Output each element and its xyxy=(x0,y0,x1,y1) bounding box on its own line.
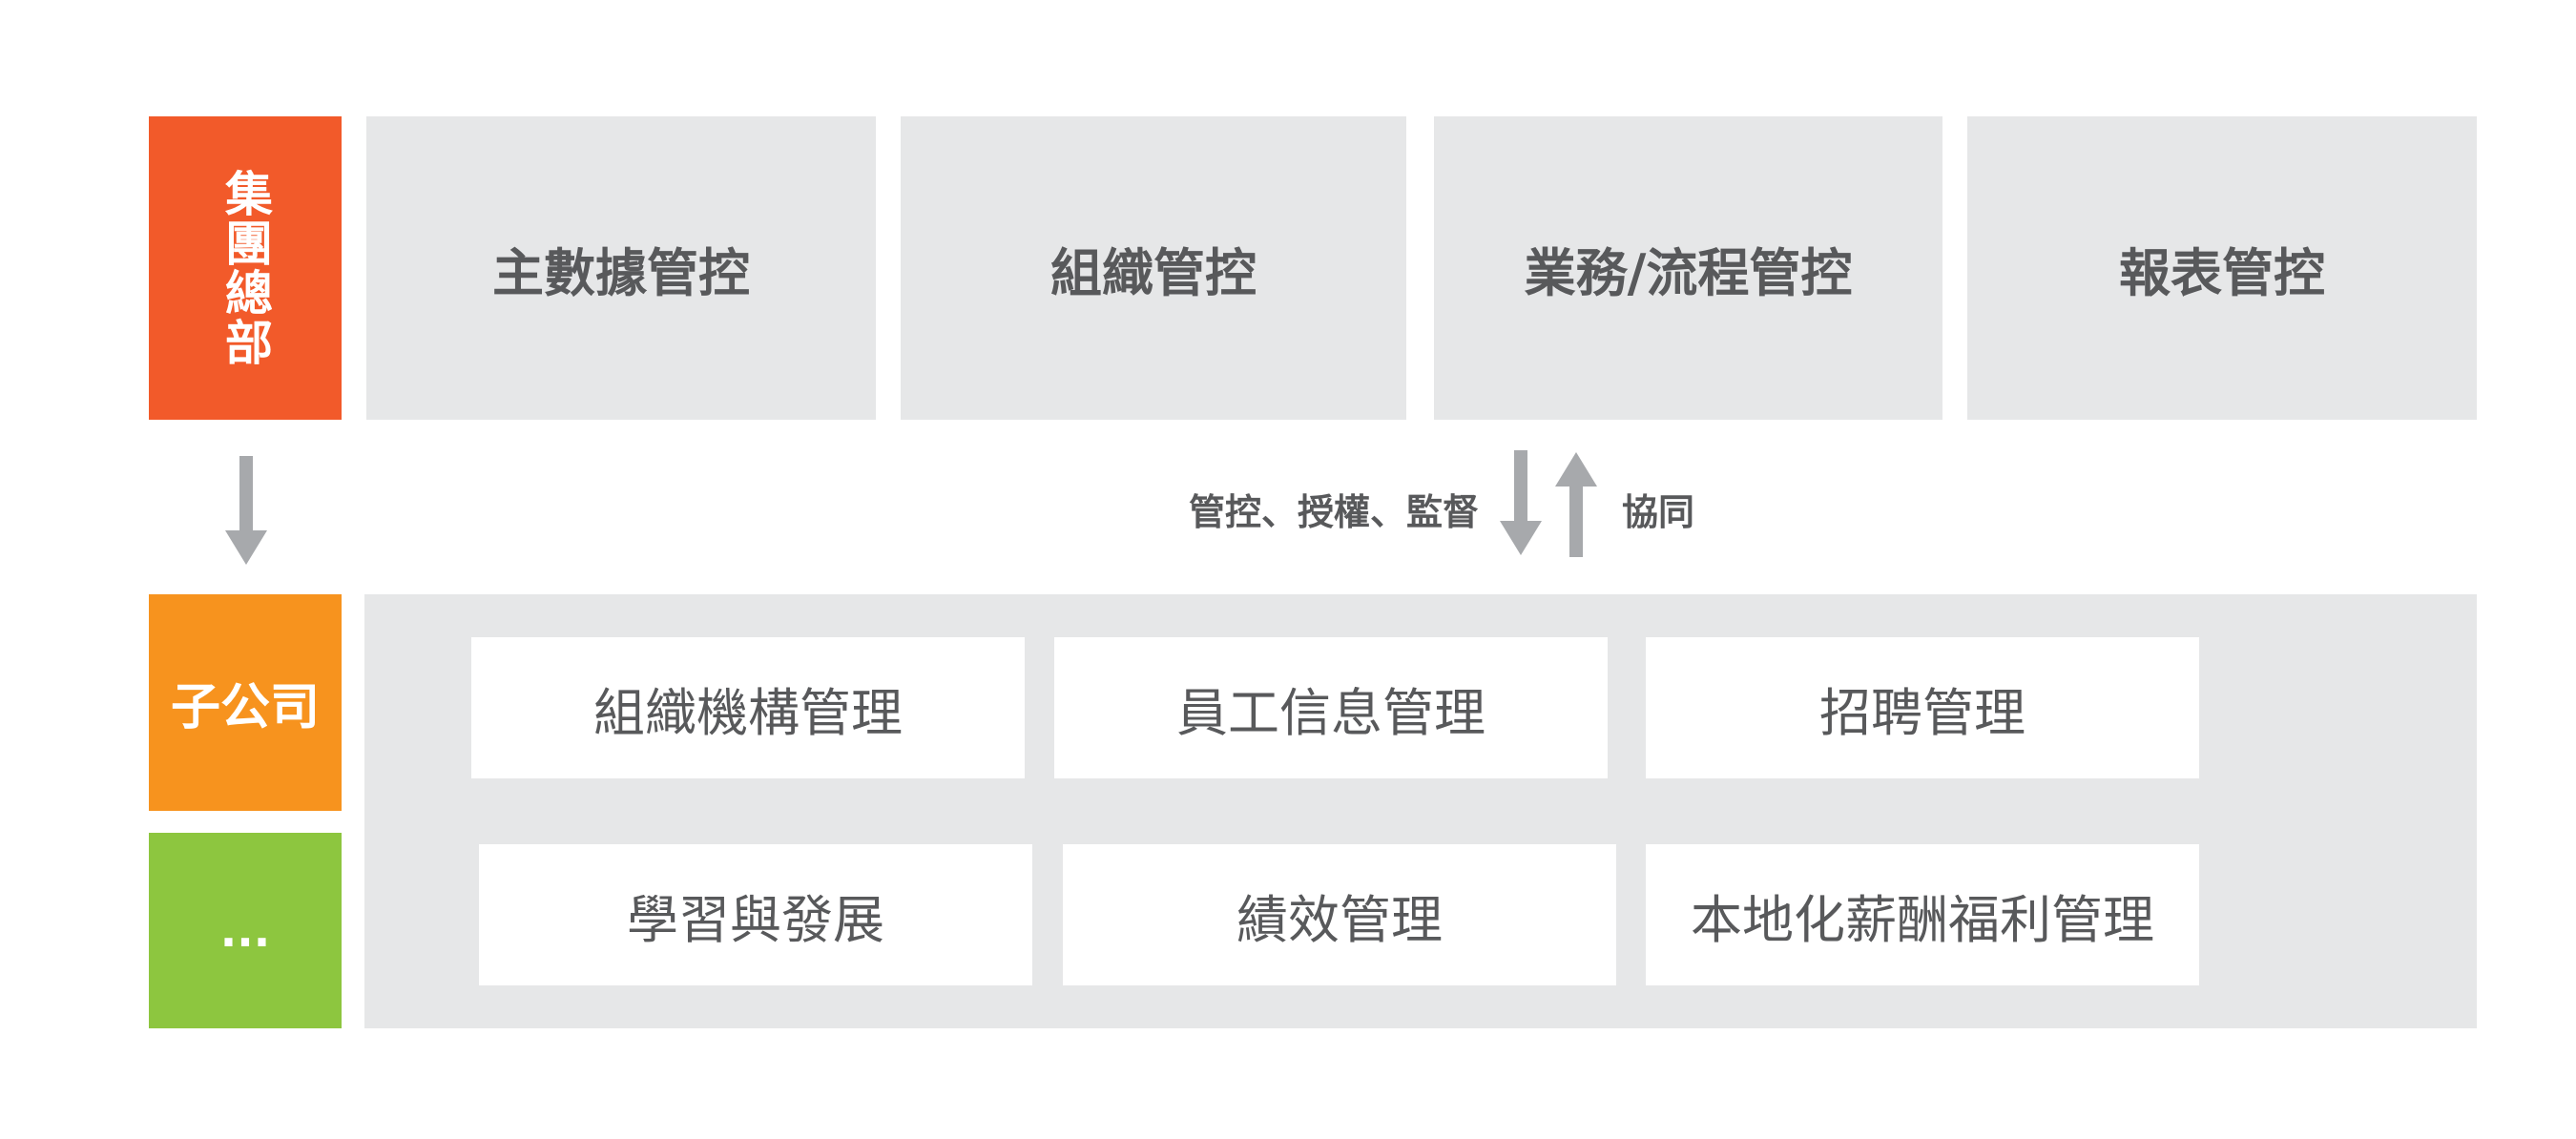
subsidiary-label: 子公司 xyxy=(170,679,320,736)
module-card-org-structure: 組織機構管理 xyxy=(471,637,1025,778)
hq-to-subsidiary-arrow-icon xyxy=(225,456,267,565)
subsidiary-label-block: 子公司 xyxy=(149,594,342,811)
module-card-learning: 學習與發展 xyxy=(479,844,1032,985)
collaboration-label: 協同 xyxy=(1622,482,1736,535)
hq-label: 集團總部 xyxy=(218,169,273,367)
module-label: 組織機構管理 xyxy=(593,682,903,743)
control-relation-label: 管控、授權、監督 xyxy=(1126,482,1479,535)
control-relation-text: 管控、授權、監督 xyxy=(1188,490,1479,533)
control-box-master-data: 主數據管控 xyxy=(366,116,876,420)
control-box-label: 組織管控 xyxy=(1050,242,1257,303)
module-label: 學習與發展 xyxy=(627,889,884,950)
control-box-organization: 組織管控 xyxy=(901,116,1406,420)
collaboration-text: 協同 xyxy=(1622,490,1695,533)
module-card-performance: 績效管理 xyxy=(1063,844,1616,985)
control-box-business-process: 業務/流程管控 xyxy=(1434,116,1942,420)
down-arrow-icon xyxy=(1500,450,1542,555)
more-label: ... xyxy=(219,904,271,957)
module-card-employee-info: 員工信息管理 xyxy=(1054,637,1608,778)
module-label: 員工信息管理 xyxy=(1176,682,1485,743)
module-card-recruitment: 招聘管理 xyxy=(1646,637,2199,778)
control-box-label: 主數據管控 xyxy=(492,242,750,303)
module-label: 績效管理 xyxy=(1236,889,1443,950)
control-box-label: 業務/流程管控 xyxy=(1524,242,1853,303)
hq-label-block: 集團總部 xyxy=(149,116,342,420)
control-box-report: 報表管控 xyxy=(1967,116,2477,420)
control-box-label: 報表管控 xyxy=(2119,242,2325,303)
module-label: 招聘管理 xyxy=(1819,682,2025,743)
up-arrow-icon xyxy=(1555,452,1597,557)
more-label-block: ... xyxy=(149,833,342,1028)
module-label: 本地化薪酬福利管理 xyxy=(1691,889,2154,950)
module-card-compensation: 本地化薪酬福利管理 xyxy=(1646,844,2199,985)
